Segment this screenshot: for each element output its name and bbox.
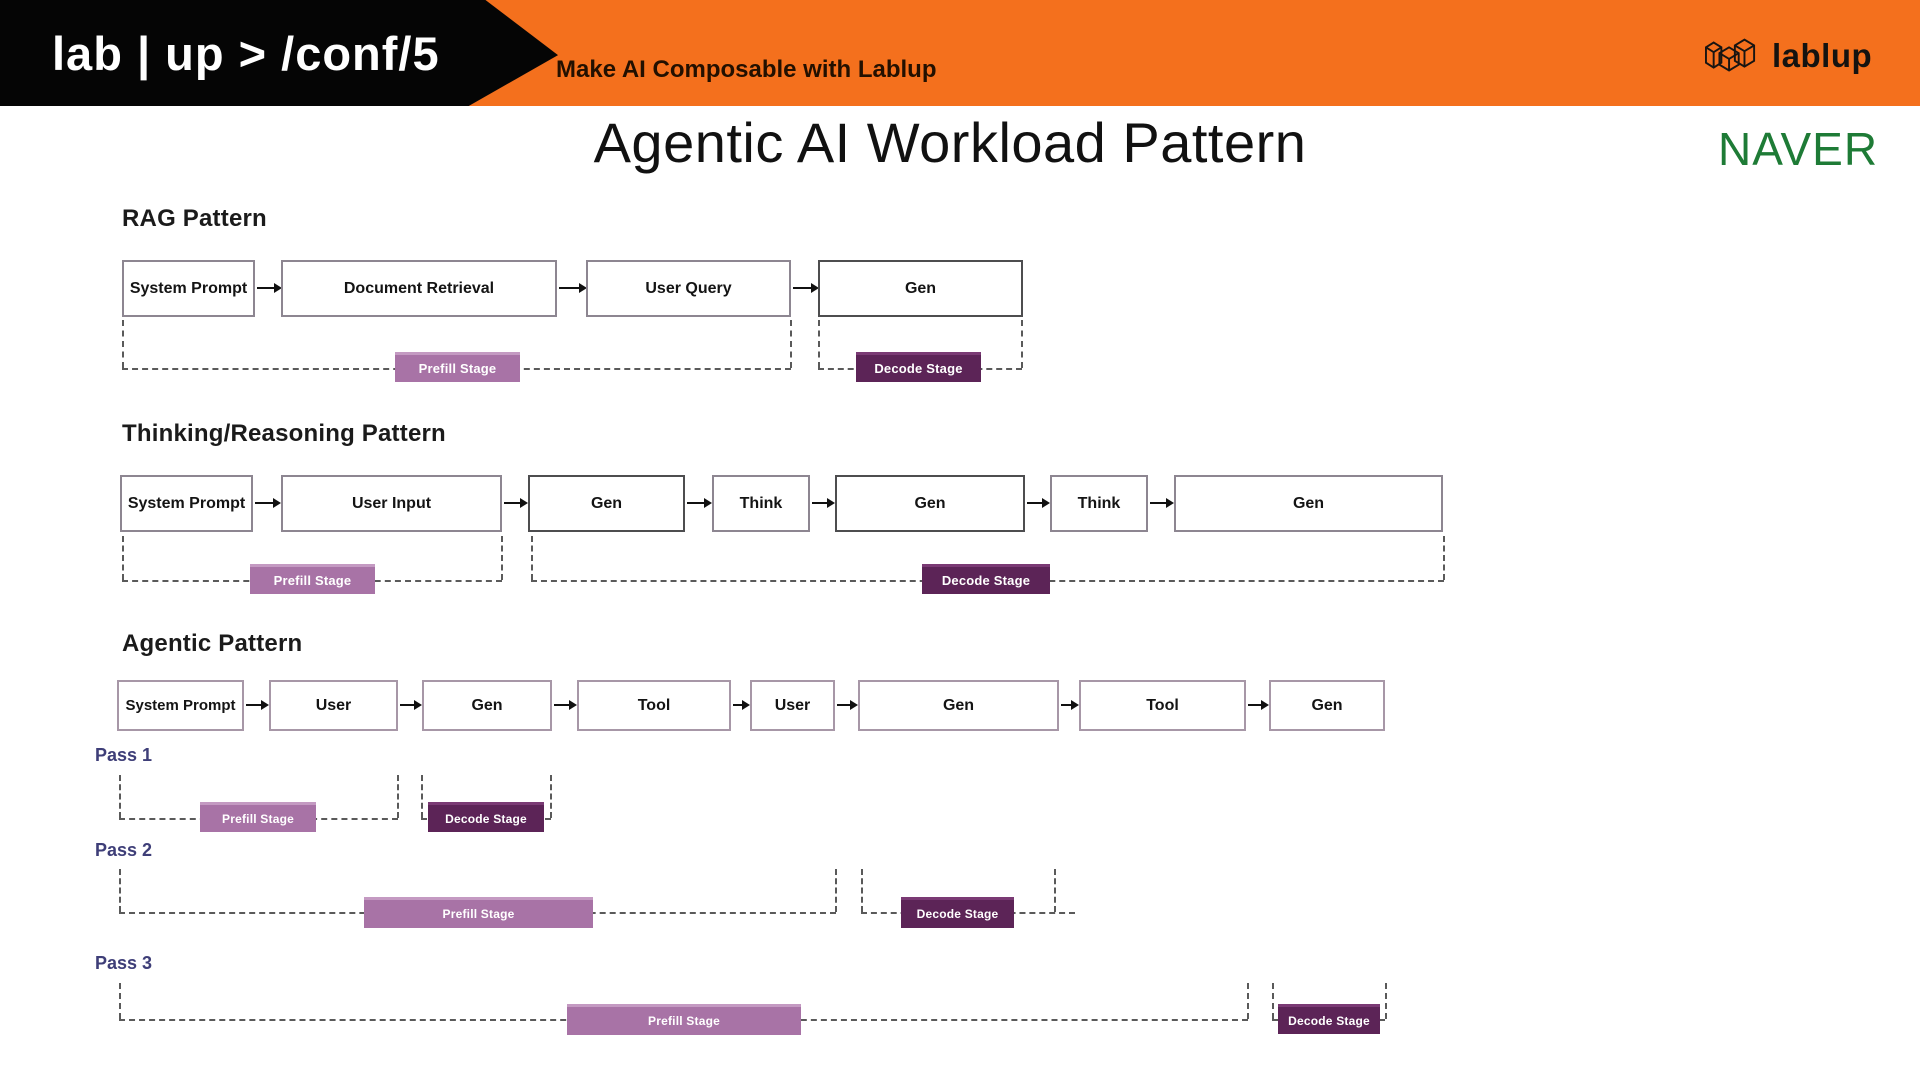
bracket-line xyxy=(790,320,792,368)
bracket-line xyxy=(122,320,124,368)
pass-2-prefill-stage-badge: Prefill Stage xyxy=(364,897,593,928)
bracket-line xyxy=(835,869,837,912)
arrow-icon xyxy=(1150,498,1174,508)
bracket-line xyxy=(1385,983,1387,1019)
arrow-icon xyxy=(255,498,281,508)
bracket-line xyxy=(397,775,399,818)
rag-decode-stage-badge: Decode Stage xyxy=(856,352,981,382)
bracket-line xyxy=(119,775,121,818)
thinking-box-gen-2: Gen xyxy=(835,475,1025,532)
bracket-line xyxy=(421,775,423,818)
conference-tagline: Make AI Composable with Lablup xyxy=(556,56,937,83)
thinking-prefill-stage-badge: Prefill Stage xyxy=(250,564,375,594)
thinking-box-gen-3: Gen xyxy=(1174,475,1443,532)
pass-2-decode-stage-badge: Decode Stage xyxy=(901,897,1014,928)
pass-3-prefill-stage-badge: Prefill Stage xyxy=(567,1004,801,1035)
conference-logo-flag: lab | up > /conf/5 xyxy=(0,0,558,106)
arrow-icon xyxy=(793,283,819,293)
arrow-icon xyxy=(687,498,712,508)
bracket-line xyxy=(550,775,552,818)
header-bar: lab | up > /conf/5 Make AI Composable wi… xyxy=(0,0,1920,106)
lablup-brand: lablup xyxy=(1700,28,1872,84)
arrow-icon xyxy=(1061,700,1079,710)
bracket-line xyxy=(119,869,121,912)
pass-1-decode-stage-badge: Decode Stage xyxy=(428,802,544,832)
agentic-box-gen-1: Gen xyxy=(422,680,552,731)
arrow-icon xyxy=(1248,700,1269,710)
agentic-box-system-prompt: System Prompt xyxy=(117,680,244,731)
arrow-icon xyxy=(246,700,269,710)
bracket-line xyxy=(501,536,503,580)
naver-logo-text: NAVER xyxy=(1718,123,1879,175)
arrow-icon xyxy=(733,700,750,710)
agentic-box-user-1: User xyxy=(269,680,398,731)
arrow-icon xyxy=(257,283,282,293)
bracket-line xyxy=(1443,536,1445,580)
bracket-line xyxy=(1021,320,1023,368)
pass-3-decode-stage-badge: Decode Stage xyxy=(1278,1004,1380,1034)
agentic-section-title: Agentic Pattern xyxy=(122,630,303,657)
arrow-icon xyxy=(559,283,587,293)
arrow-icon xyxy=(400,700,422,710)
agentic-box-gen-2: Gen xyxy=(858,680,1059,731)
pass-1-prefill-stage-badge: Prefill Stage xyxy=(200,802,316,832)
bracket-line xyxy=(1247,983,1249,1019)
thinking-box-user-input: User Input xyxy=(281,475,502,532)
thinking-box-gen-1: Gen xyxy=(528,475,685,532)
lablup-logo-icon xyxy=(1705,38,1756,72)
rag-box-user-query: User Query xyxy=(586,260,791,317)
pass-1-label: Pass 1 xyxy=(95,745,153,765)
bracket-line xyxy=(818,320,820,368)
arrow-icon xyxy=(812,498,835,508)
rag-prefill-stage-badge: Prefill Stage xyxy=(395,352,520,382)
bracket-line xyxy=(861,869,863,912)
pass-2-label: Pass 2 xyxy=(95,840,153,860)
arrow-icon xyxy=(554,700,577,710)
pass-3-label: Pass 3 xyxy=(95,953,153,973)
rag-box-gen: Gen xyxy=(818,260,1023,317)
bracket-line xyxy=(531,536,533,580)
agentic-box-user-2: User xyxy=(750,680,835,731)
arrow-icon xyxy=(504,498,528,508)
thinking-box-think-2: Think xyxy=(1050,475,1148,532)
bracket-line xyxy=(1272,983,1274,1019)
bracket-line xyxy=(119,983,121,1019)
conference-logo-text: lab | up > /conf/5 xyxy=(52,26,440,80)
rag-box-document-retrieval: Document Retrieval xyxy=(281,260,557,317)
rag-section-title: RAG Pattern xyxy=(122,205,267,232)
lablup-brand-name: lablup xyxy=(1772,37,1873,74)
agentic-box-tool-2: Tool xyxy=(1079,680,1246,731)
thinking-decode-stage-badge: Decode Stage xyxy=(922,564,1050,594)
bracket-line xyxy=(1054,869,1056,912)
thinking-box-system-prompt: System Prompt xyxy=(120,475,253,532)
agentic-box-gen-3: Gen xyxy=(1269,680,1385,731)
arrow-icon xyxy=(837,700,858,710)
thinking-box-think-1: Think xyxy=(712,475,810,532)
page-title: Agentic AI Workload Pattern xyxy=(593,111,1307,174)
thinking-section-title: Thinking/Reasoning Pattern xyxy=(122,420,446,447)
bracket-line xyxy=(122,536,124,580)
rag-box-system-prompt: System Prompt xyxy=(122,260,255,317)
arrow-icon xyxy=(1027,498,1050,508)
agentic-box-tool-1: Tool xyxy=(577,680,731,731)
